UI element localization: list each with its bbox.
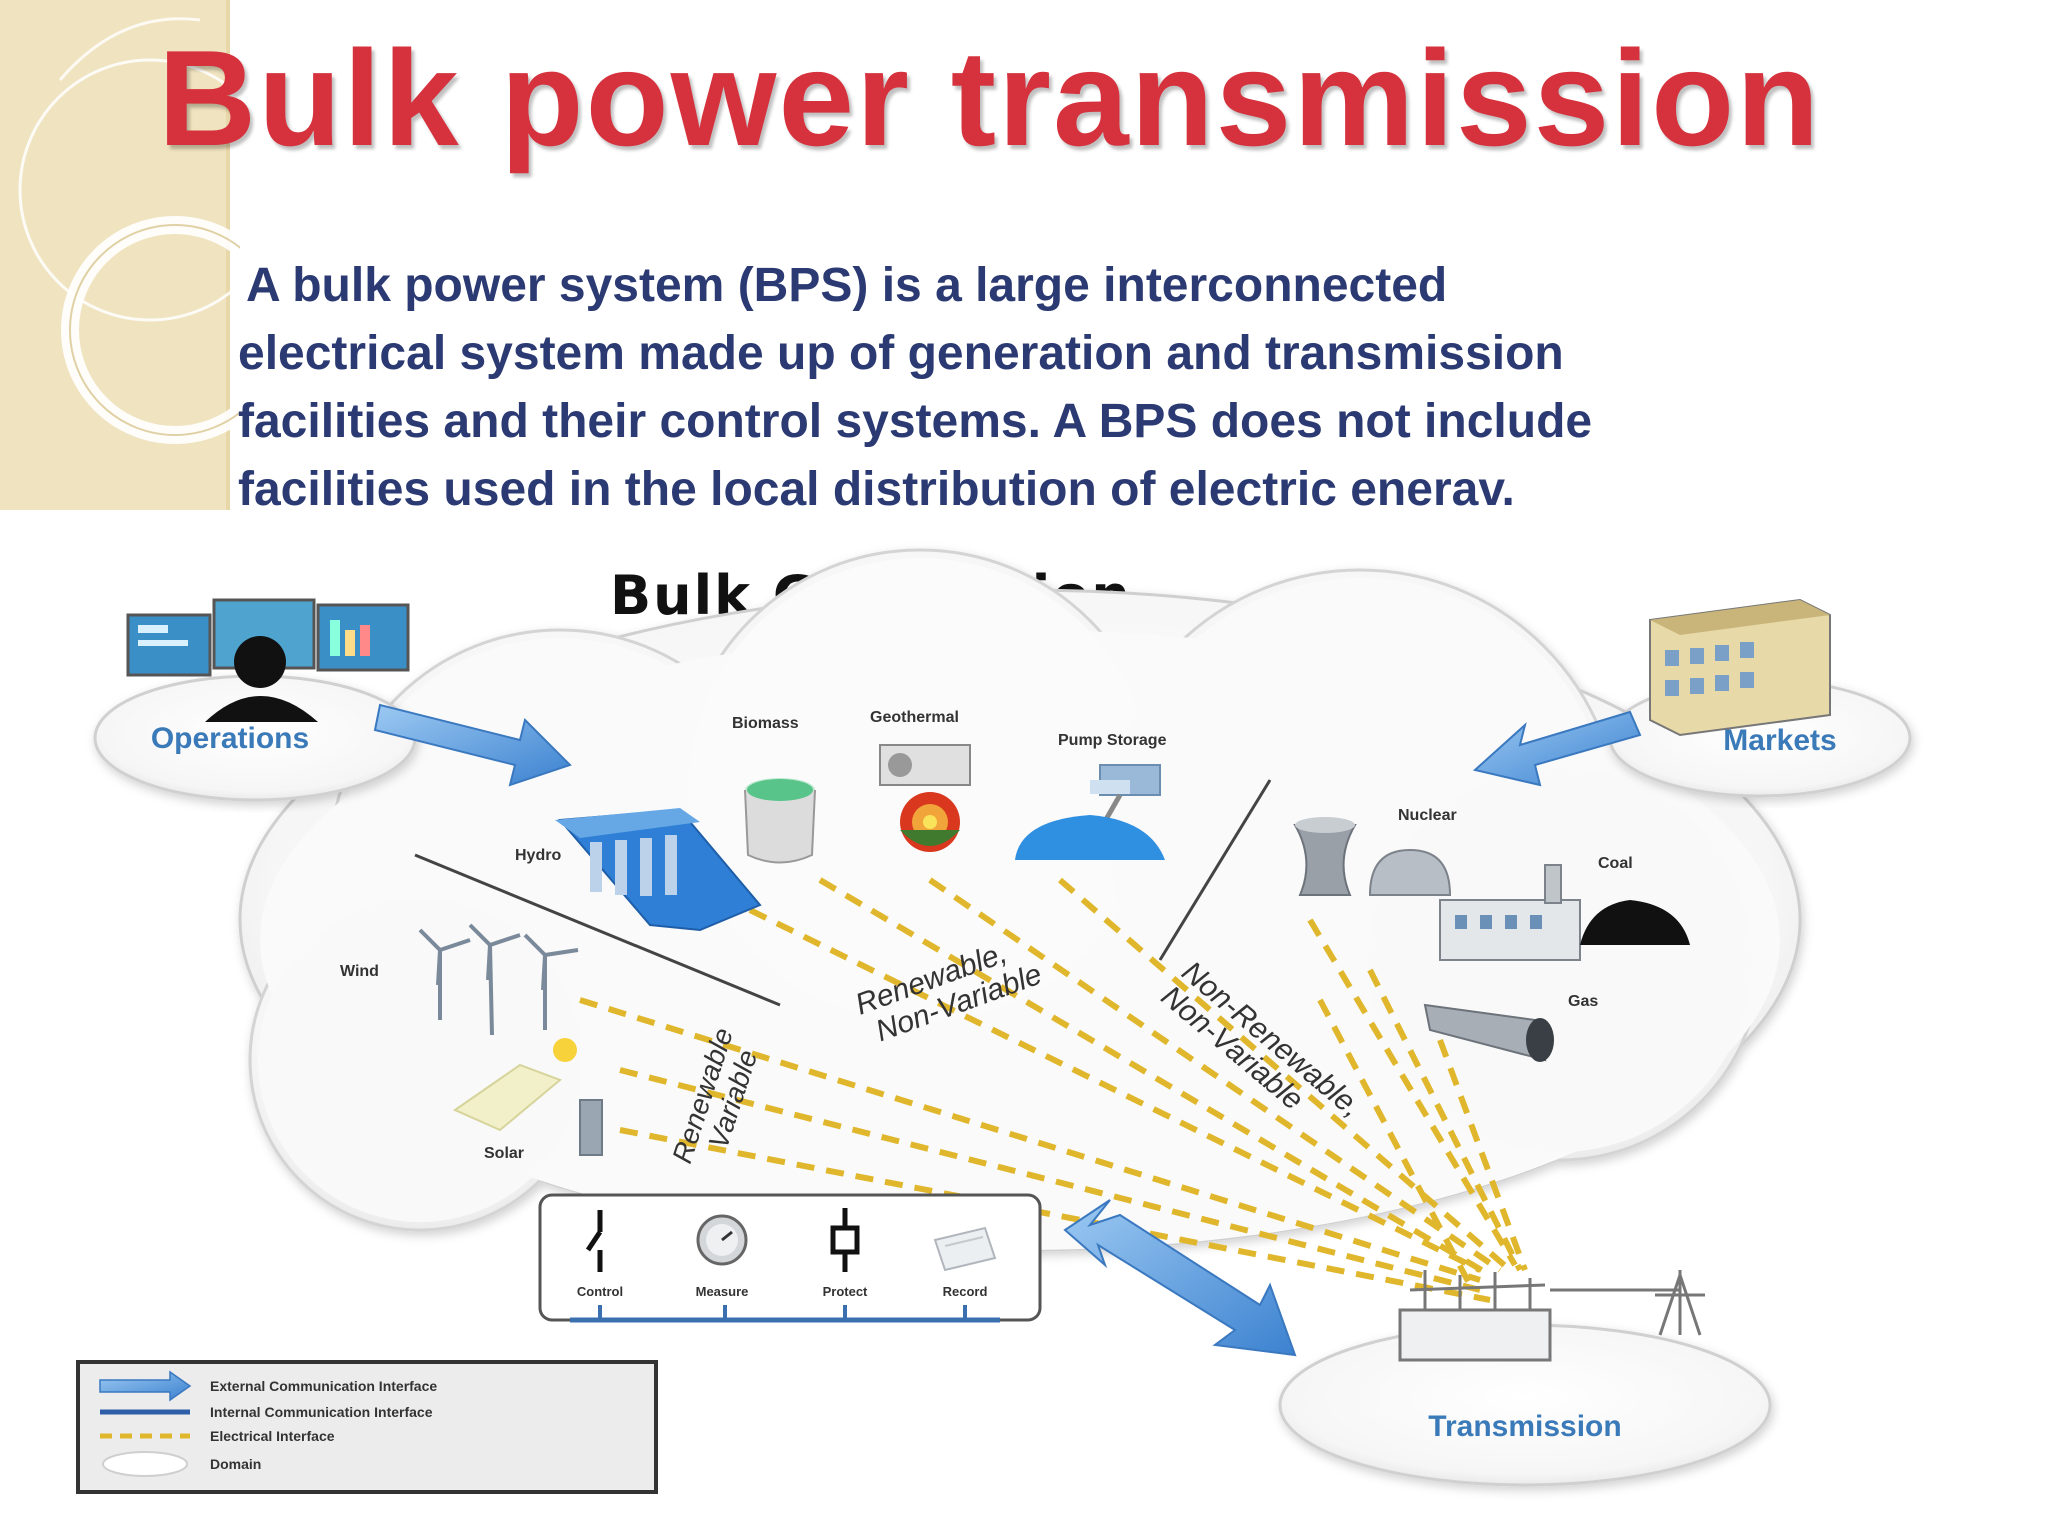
nuclear-label: Nuclear (1398, 807, 1457, 824)
solar-icon (452, 1038, 603, 1156)
pump-storage-icon (1015, 764, 1165, 860)
coal-plant-icon (1439, 864, 1690, 961)
coal-label: Coal (1598, 855, 1633, 872)
legend-item-external: External Communication Interface (99, 1370, 437, 1402)
description-line: facilities and their control systems. A … (238, 395, 1593, 448)
substation-icon (1398, 1270, 1705, 1362)
description-line: facilities used in the local distributio… (238, 463, 1515, 516)
pump-storage-source: Pump Storage (1015, 732, 1167, 860)
wind-source: Wind (340, 923, 579, 1036)
wind-label: Wind (340, 963, 379, 980)
geothermal-source: Geothermal (870, 709, 971, 852)
coal-source: Coal (1439, 855, 1690, 961)
breaker-icon (830, 1208, 860, 1272)
description-line: A bulk power system (BPS) is a large int… (246, 259, 1448, 312)
gauge-icon (696, 1214, 748, 1266)
record-label: Record (943, 1284, 988, 1299)
slide-description: A bulk power system (BPS) is a large int… (238, 252, 2046, 522)
geothermal-label: Geothermal (870, 709, 959, 726)
markets-label: Markets (1723, 724, 1836, 757)
nuclear-source: Nuclear (1293, 807, 1457, 896)
svg-text:Electrical Interface: Electrical Interface (210, 1428, 335, 1444)
solar-label: Solar (484, 1145, 524, 1162)
measure-label: Measure (696, 1284, 749, 1299)
hydro-dam-icon (555, 808, 762, 932)
bidirectional-communication-arrow (1063, 1199, 1297, 1357)
operations-label: Operations (151, 722, 309, 755)
biomass-label: Biomass (732, 715, 799, 732)
svg-text:Domain: Domain (210, 1456, 261, 1472)
biomass-icon (744, 778, 816, 864)
transmission-domain[interactable]: Transmission (1278, 1270, 1772, 1487)
legend-item-electrical: Electrical Interface (100, 1428, 335, 1444)
geothermal-icon (879, 744, 971, 852)
hydro-source: Hydro (515, 808, 762, 932)
legend: External Communication Interface Interna… (76, 1360, 658, 1494)
decorative-ring (18, 58, 240, 322)
switch-icon (585, 1210, 603, 1272)
building-icon (1649, 598, 1831, 737)
legend-item-internal: Internal Communication Interface (100, 1404, 433, 1420)
protect-label: Protect (823, 1284, 868, 1299)
section-divider (1158, 779, 1272, 961)
gas-source: Gas (1423, 993, 1598, 1062)
functions-panel: Control Measure Protect Record (538, 1193, 1042, 1323)
operations-domain[interactable]: Operations (93, 598, 417, 802)
legend-item-domain: Domain (102, 1451, 261, 1477)
nuclear-plant-icon (1293, 817, 1452, 896)
markets-domain[interactable]: Markets (1608, 598, 1912, 798)
slide-title: Bulk power transmission (158, 22, 1822, 174)
gas-turbine-icon (1423, 1003, 1554, 1062)
biomass-source: Biomass (732, 715, 816, 864)
electrical-interface-lines (579, 877, 1528, 1303)
decorative-sidebar (0, 0, 240, 510)
record-document-icon (933, 1226, 997, 1272)
svg-text:Internal Communication Interfa: Internal Communication Interface (210, 1404, 433, 1420)
wind-turbine-icon (418, 923, 579, 1036)
transmission-label: Transmission (1428, 1410, 1621, 1443)
control-label: Control (577, 1284, 623, 1299)
hydro-label: Hydro (515, 847, 561, 864)
external-communication-arrow (1472, 710, 1642, 787)
section-divider (414, 853, 781, 1007)
pump-storage-label: Pump Storage (1058, 732, 1167, 749)
external-communication-arrow (373, 703, 572, 787)
svg-text:External Communication Interfa: External Communication Interface (210, 1378, 437, 1394)
operations-monitors-icon (126, 598, 410, 722)
description-line: electrical system made up of generation … (238, 327, 1564, 380)
gas-label: Gas (1568, 993, 1598, 1010)
solar-source: Solar (452, 1038, 603, 1162)
